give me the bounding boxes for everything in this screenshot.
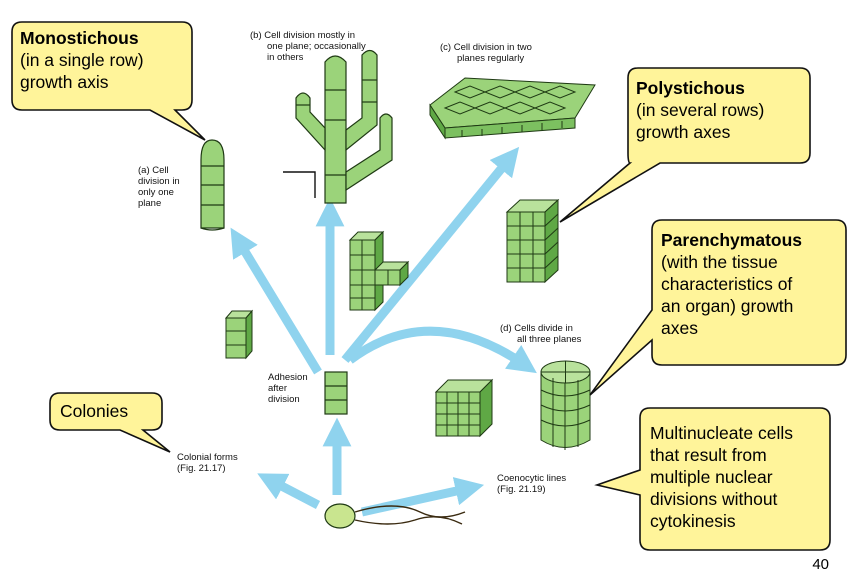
callout-polystichous-title: Polystichous xyxy=(636,78,745,98)
label-coenocytic: Coenocytic lines(Fig. 21.19) xyxy=(497,473,567,495)
branched-filament-b xyxy=(295,49,393,204)
arrow-to-colonial xyxy=(257,473,321,509)
cube-cells-d xyxy=(434,378,494,438)
adhesion-cells xyxy=(324,371,348,415)
arrow-to-monostichous xyxy=(230,227,322,375)
cell-block-branching xyxy=(348,230,410,312)
cell-stack-small xyxy=(224,309,254,360)
callout-monostichous-bubble xyxy=(11,21,206,141)
callout-polystichous-bubble xyxy=(559,67,811,223)
callout-multinucleate: Multinucleate cells that result from mul… xyxy=(650,423,793,531)
cell-grid-polystichous xyxy=(505,198,560,284)
arrow-to-parenchymatous xyxy=(347,326,537,374)
callout-parenchymatous-title: Parenchymatous xyxy=(661,230,803,250)
callout-parenchymatous-bubble xyxy=(589,219,847,396)
arrow-to-coenocytic xyxy=(361,477,485,517)
callout-multinucleate-bubble xyxy=(594,407,831,551)
flagellate-cell xyxy=(324,503,466,529)
callout-parenchymatous: Parenchymatous (with the tissue characte… xyxy=(661,230,803,338)
callout-polystichous: Polystichous (in several rows) growth ax… xyxy=(636,78,765,142)
label-colonial: Colonial forms(Fig. 21.17) xyxy=(177,452,238,474)
growth-arrows xyxy=(230,146,537,517)
callout-monostichous: Monostichous (in a single row) growth ax… xyxy=(20,28,144,92)
callout-monostichous-title: Monostichous xyxy=(20,28,139,48)
page-number: 40 xyxy=(812,556,829,573)
filament-a xyxy=(200,139,225,231)
scale-bracket xyxy=(283,171,316,198)
cell-sheet-c xyxy=(429,77,596,140)
arrow-to-polystichous xyxy=(341,146,520,363)
callout-colonies-bubble xyxy=(49,392,171,453)
callout-colonies: Colonies xyxy=(60,401,129,421)
cylinder-cells-d xyxy=(540,360,591,450)
